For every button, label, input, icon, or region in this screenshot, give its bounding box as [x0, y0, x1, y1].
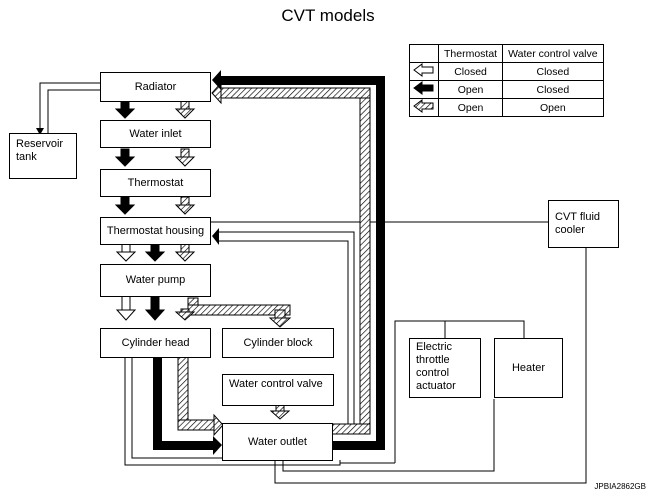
legend-valve-state: Open: [502, 98, 604, 117]
legend-col-valve: Water control valve: [502, 44, 604, 63]
white-arrow-icon: [413, 63, 434, 77]
legend-thermostat-state: Closed: [437, 62, 504, 81]
legend-thermostat-state: Open: [437, 98, 504, 117]
etc-actuator-box: Electric throttle control actuator: [409, 338, 481, 398]
hatched-arrow-icon: [413, 99, 434, 113]
cylinder-block-box: Cylinder block: [222, 328, 334, 358]
cylinder-head-label: Cylinder head: [121, 336, 190, 349]
black-pipes: [153, 70, 385, 455]
cylinder-head-box: Cylinder head: [100, 328, 211, 358]
legend-valve-state: Closed: [502, 62, 604, 81]
legend-thermostat-state: Open: [437, 80, 504, 99]
black-arrow-icon: [413, 81, 434, 95]
cvt-fluid-cooler-box: CVT fluid cooler: [548, 200, 619, 248]
etc-actuator-label: Electric throttle control actuator: [416, 341, 456, 392]
radiator-box: Radiator: [100, 72, 211, 102]
heater-box: Heater: [494, 338, 563, 398]
heater-label: Heater: [511, 361, 546, 374]
legend-col-thermostat: Thermostat: [437, 44, 504, 63]
thermostat-housing-box: Thermostat housing: [100, 217, 211, 245]
water-control-valve-label: Water control valve: [229, 378, 323, 390]
reference-code: JPBIA2862GB: [594, 482, 646, 491]
legend-header-row: Thermostat Water control valve: [409, 44, 604, 63]
legend-valve-state: Closed: [502, 80, 604, 99]
water-outlet-label: Water outlet: [248, 435, 307, 448]
reservoir-tank-label: Reservoir tank: [16, 138, 64, 163]
thermostat-label: Thermostat: [127, 176, 184, 189]
legend-row: Open Closed: [409, 80, 604, 99]
water-inlet-label: Water inlet: [129, 127, 182, 140]
legend-row: Open Open: [409, 98, 604, 117]
radiator-label: Radiator: [134, 80, 177, 93]
water-pump-label: Water pump: [125, 274, 186, 286]
water-outlet-box: Water outlet: [222, 423, 333, 461]
thermostat-housing-label: Thermostat housing: [106, 224, 205, 237]
water-pump-box: Water pump: [100, 264, 211, 297]
cylinder-block-label: Cylinder block: [243, 336, 313, 349]
legend-row: Closed Closed: [409, 62, 604, 81]
diagram-title: CVT models: [281, 6, 375, 25]
thermostat-box: Thermostat: [100, 169, 211, 197]
water-control-valve-box: Water control valve: [222, 374, 334, 406]
water-inlet-box: Water inlet: [100, 120, 211, 148]
cvt-fluid-cooler-label: CVT fluid cooler: [555, 211, 601, 236]
reservoir-tank-box: Reservoir tank: [9, 133, 77, 179]
flow-arrows: [114, 100, 291, 420]
hatched-pipes: [177, 81, 371, 437]
legend-table: Thermostat Water control valve Closed Cl…: [409, 44, 604, 117]
